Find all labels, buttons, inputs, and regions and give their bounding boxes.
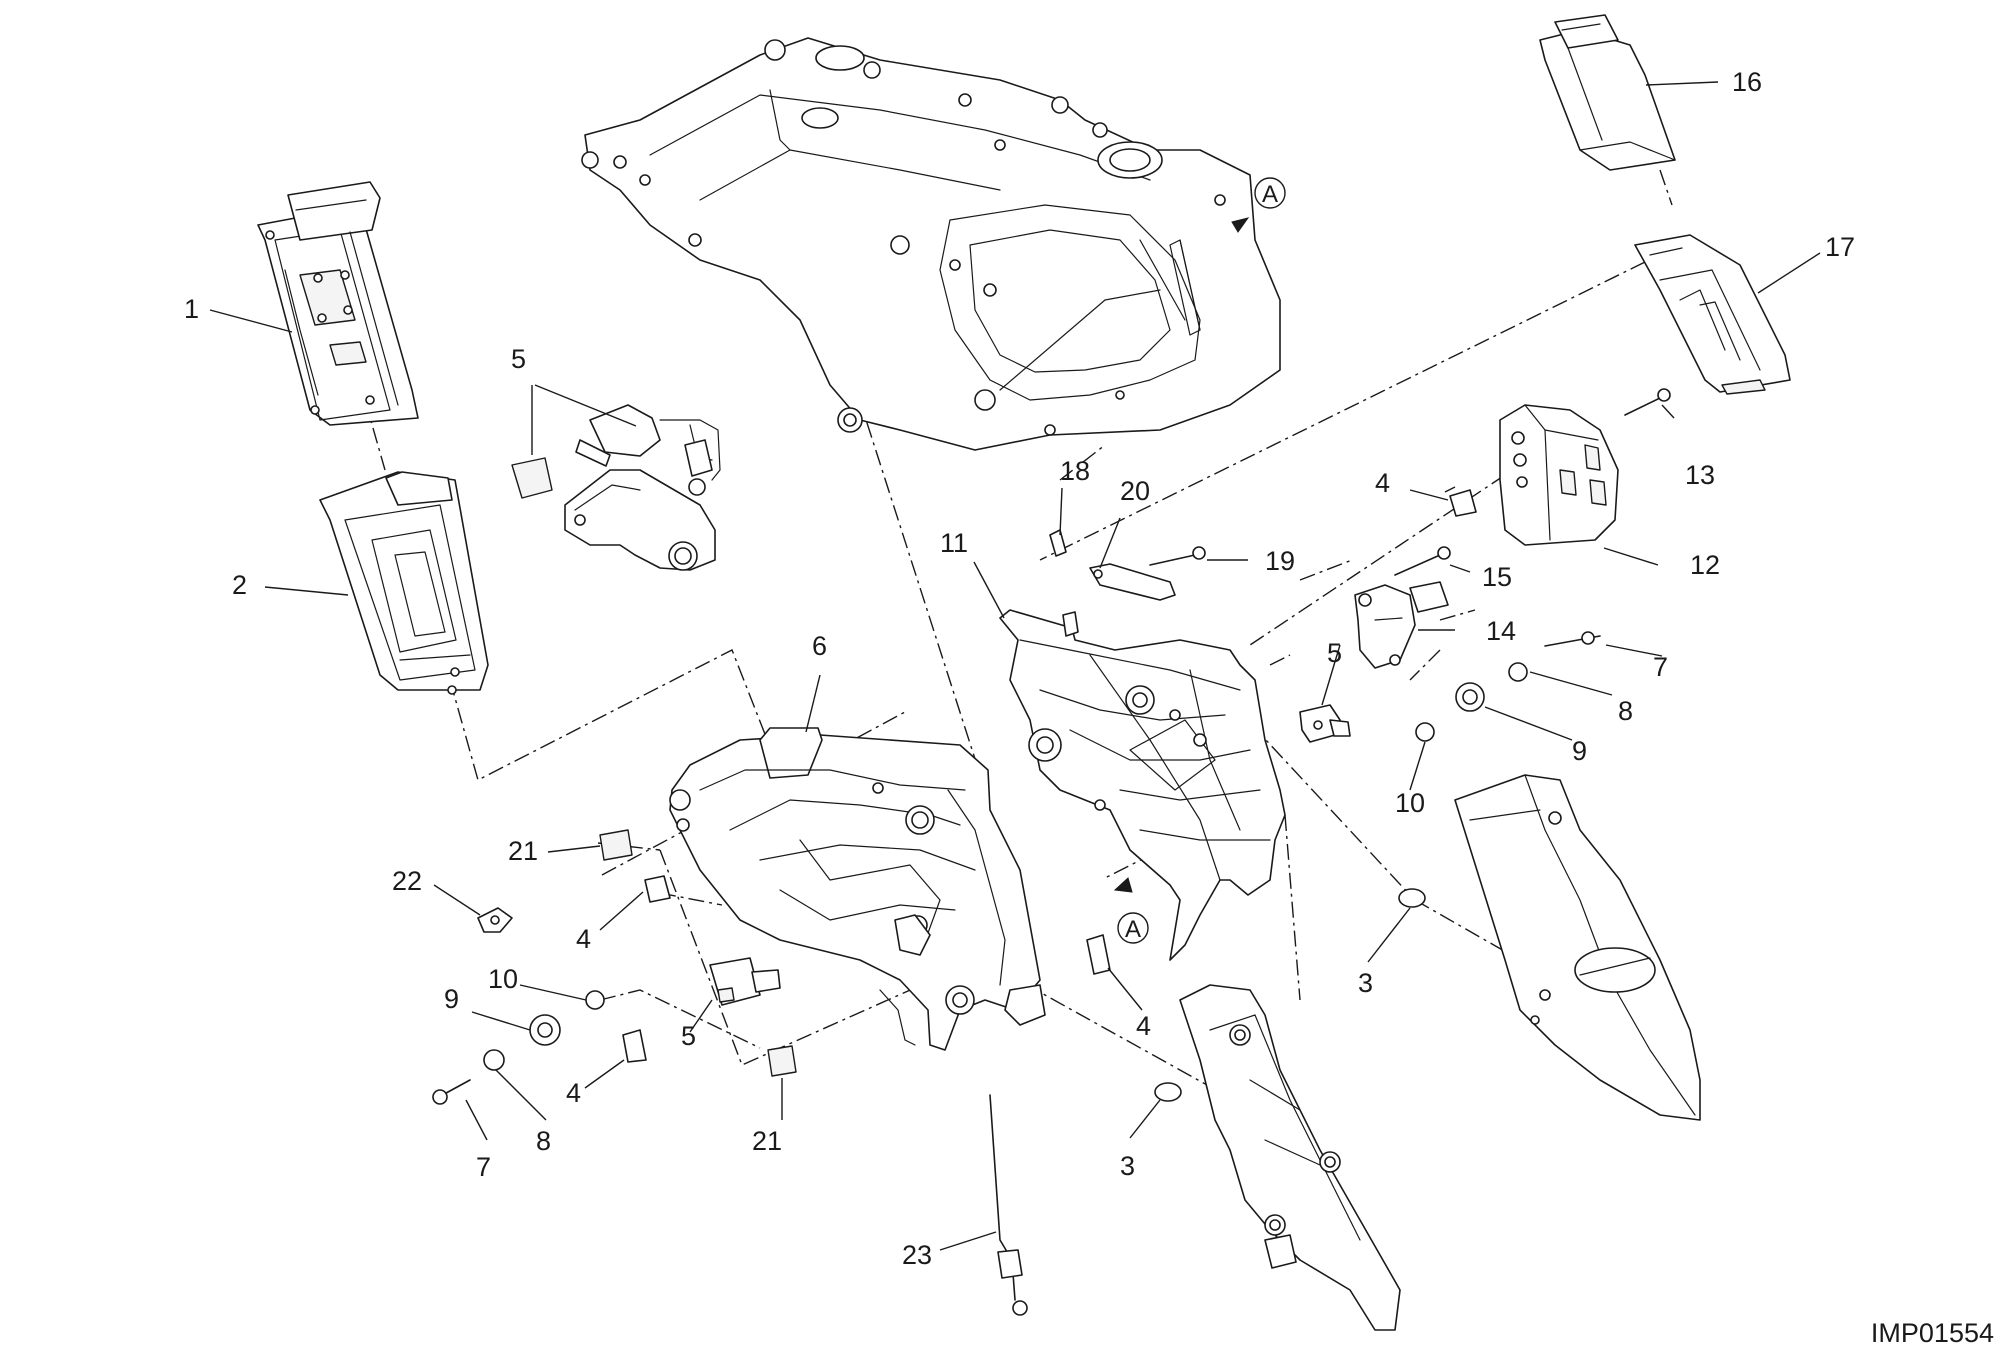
callout-5: 5	[1327, 638, 1342, 668]
drawing-code: IMP01554	[1870, 1318, 1994, 1348]
callout-17: 17	[1825, 232, 1855, 262]
support-plate-part-11	[999, 609, 1286, 961]
clip-part-4	[622, 1029, 647, 1063]
module-part-16	[1539, 14, 1676, 171]
callout-7: 7	[1653, 652, 1668, 682]
leader-lines	[209, 81, 1821, 1251]
svg-text:A: A	[1125, 916, 1141, 943]
callout-12: 12	[1690, 550, 1720, 580]
callout-6: 6	[812, 631, 827, 661]
callout-15: 15	[1482, 562, 1512, 592]
callout-10: 10	[488, 964, 518, 994]
callout-21: 21	[508, 836, 538, 866]
grommet-part-3	[1398, 888, 1426, 908]
callout-1: 1	[184, 294, 199, 324]
cable-tie-part-23	[989, 1094, 1016, 1301]
connector-part-5-centre	[709, 957, 781, 1006]
svg-text:A: A	[1262, 181, 1278, 208]
sensor-bracket-part-5-upper	[511, 404, 721, 571]
callout-3: 3	[1120, 1151, 1135, 1181]
callout-4: 4	[566, 1078, 581, 1108]
fasteners	[432, 388, 1671, 1316]
callout-4: 4	[1136, 1011, 1151, 1041]
clip-part-4	[644, 875, 671, 903]
spacer-part-10	[585, 990, 605, 1010]
sensor-part-14	[1354, 581, 1449, 669]
callout-13: 13	[1685, 460, 1715, 490]
direction-arrows	[1113, 217, 1250, 893]
callout-3: 3	[1358, 968, 1373, 998]
callout-8: 8	[536, 1126, 551, 1156]
callout-19: 19	[1265, 546, 1295, 576]
callout-8: 8	[1618, 696, 1633, 726]
callout-23: 23	[902, 1240, 932, 1270]
callout-9: 9	[1572, 736, 1587, 766]
screw-part-13	[1624, 397, 1661, 416]
rubber-holder-part-2	[319, 471, 489, 695]
section-marker-upper: A	[1254, 177, 1286, 209]
control-unit-part-12	[1499, 404, 1619, 546]
washer-part-8	[483, 1049, 505, 1071]
callout-labels: 1 2 5 6 4 18 20 19 11 15 12 13 14 16 17 …	[184, 67, 1855, 1270]
grommet-part-21	[599, 829, 633, 861]
callout-14: 14	[1486, 616, 1516, 646]
callout-22: 22	[392, 866, 422, 896]
ecu-bracket-part-1	[257, 181, 419, 426]
washer-part-8	[1508, 662, 1528, 682]
grommet-part-21	[767, 1045, 797, 1077]
callout-11: 11	[940, 528, 968, 558]
callout-5: 5	[511, 344, 526, 374]
cover-lower	[1179, 984, 1401, 1331]
frame	[581, 37, 1281, 451]
callout-4: 4	[1375, 468, 1390, 498]
callout-9: 9	[444, 984, 459, 1014]
callout-4: 4	[576, 924, 591, 954]
grommet-part-3	[1154, 1082, 1182, 1102]
callout-7: 7	[476, 1152, 491, 1182]
battery-box-part-6	[669, 727, 1046, 1051]
callout-16: 16	[1732, 67, 1762, 97]
callout-10: 10	[1395, 788, 1425, 818]
callout-2: 2	[232, 570, 247, 600]
clip-part-4	[1086, 934, 1111, 975]
connector-part-5-right	[1299, 704, 1351, 743]
callout-20: 20	[1120, 476, 1150, 506]
bracket-part-20	[1089, 563, 1176, 601]
section-marker-lower: A	[1117, 912, 1149, 944]
cover-right	[1454, 774, 1701, 1121]
callout-18: 18	[1060, 456, 1090, 486]
spacer-part-10	[1415, 722, 1435, 742]
callout-21: 21	[752, 1126, 782, 1156]
clip-part-4	[1449, 489, 1477, 517]
holder-part-17	[1634, 234, 1791, 395]
screw-part-19	[1149, 554, 1196, 566]
callout-5: 5	[681, 1021, 696, 1051]
screw-part-15	[1394, 554, 1441, 576]
clip-part-18	[1049, 529, 1067, 557]
